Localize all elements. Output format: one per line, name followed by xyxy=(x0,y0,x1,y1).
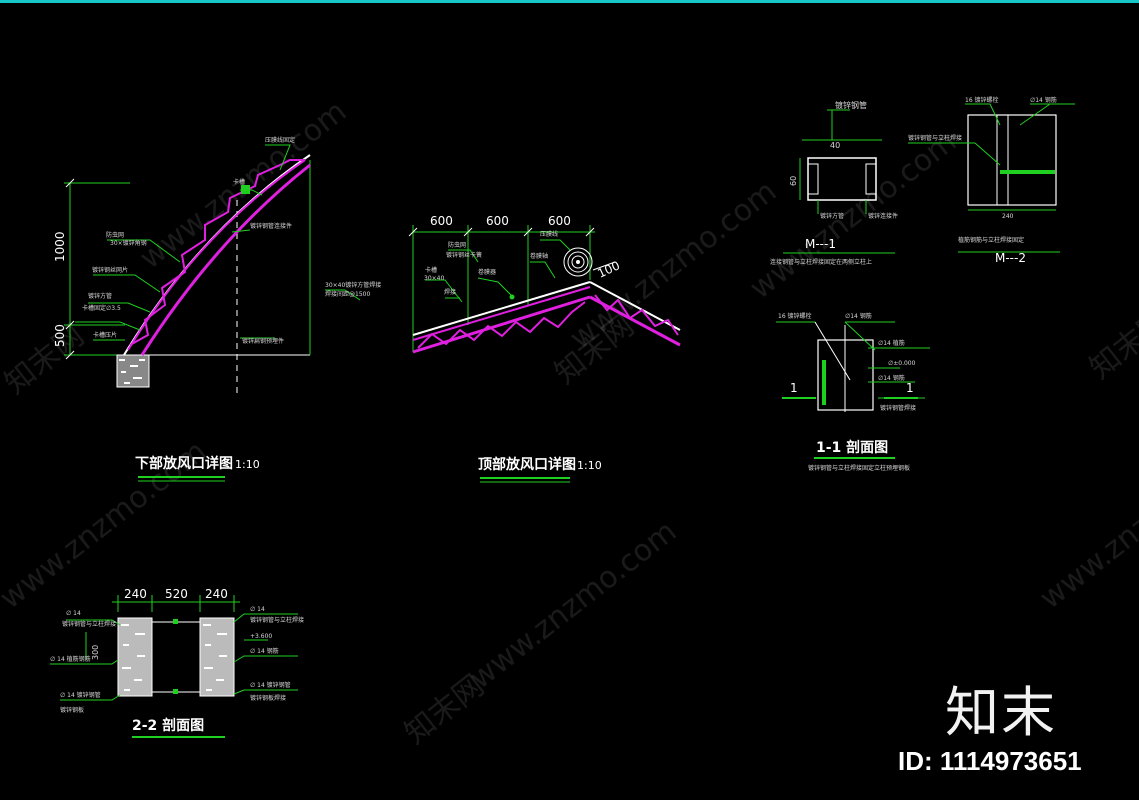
svg-text:防虫网: 防虫网 xyxy=(106,231,124,239)
section-m1: 镀锌钢管 40 60 镀锌方管 镀锌连接件 M---1 连接钢管与立柱焊接固定在… xyxy=(770,100,898,266)
dimension-500: 500 xyxy=(53,324,67,347)
svg-text:卡槽: 卡槽 xyxy=(425,266,437,274)
svg-text:镀锌钢板焊接: 镀锌钢板焊接 xyxy=(250,694,286,702)
svg-text:镀锌钢管: 镀锌钢管 xyxy=(835,100,867,110)
section-1-1-marker-right: 1 xyxy=(906,381,914,395)
svg-text:∅ 14 植筋钢筋: ∅ 14 植筋钢筋 xyxy=(50,655,91,663)
svg-text:16 镀锌螺栓: 16 镀锌螺栓 xyxy=(778,312,812,320)
image-id-label: ID: 1114973651 xyxy=(898,746,1082,776)
section-2-2-title: 2-2 剖面图 xyxy=(132,717,204,734)
svg-text:防虫网: 防虫网 xyxy=(448,241,466,249)
top-vent-title: 顶部放风口详图 xyxy=(478,456,576,473)
dimension-100: 100 xyxy=(595,258,622,280)
section-m2-label: M---2 xyxy=(995,251,1026,265)
top-accent-bar xyxy=(0,0,1139,3)
svg-text:连接钢管与立柱焊接固定在两侧立柱上: 连接钢管与立柱焊接固定在两侧立柱上 xyxy=(770,258,872,266)
svg-text:卷膜器: 卷膜器 xyxy=(478,268,496,276)
svg-text:镀锌钢板: 镀锌钢板 xyxy=(60,706,84,714)
brand-logo: 知末 xyxy=(945,681,1057,744)
svg-text:镀锌方管: 镀锌方管 xyxy=(88,292,112,300)
svg-text:镀锌扁钢预埋件: 镀锌扁钢预埋件 xyxy=(242,337,284,345)
svg-text:焊接: 焊接 xyxy=(444,288,456,296)
svg-text:∅ 14: ∅ 14 xyxy=(250,606,265,613)
dimension-520: 520 xyxy=(165,587,188,601)
svg-text:卷膜轴: 卷膜轴 xyxy=(530,252,548,260)
svg-text:∅ 14 钢筋: ∅ 14 钢筋 xyxy=(250,647,279,655)
svg-text:镀锌方管: 镀锌方管 xyxy=(820,212,844,220)
section-m2: 16 镀锌螺栓 ∅14 钢筋 镀锌钢管与立柱焊接 240 植筋钢筋与立柱焊接固定… xyxy=(908,96,1075,265)
svg-text:镀锌钢管焊接: 镀锌钢管焊接 xyxy=(880,404,916,412)
svg-text:30×镀锌角钢: 30×镀锌角钢 xyxy=(110,239,147,247)
svg-text:240: 240 xyxy=(1002,213,1014,220)
svg-text:∅14 钢筋: ∅14 钢筋 xyxy=(1030,96,1057,104)
watermark-text: www.znzmo.com xyxy=(463,514,683,696)
svg-text:植筋钢筋与立柱焊接固定: 植筋钢筋与立柱焊接固定 xyxy=(958,236,1024,244)
dimension-240-a: 240 xyxy=(124,587,147,601)
svg-text:镀锌钢管与立柱焊接固定立柱预埋钢板: 镀锌钢管与立柱焊接固定立柱预埋钢板 xyxy=(808,464,910,472)
svg-text:30×40镀锌方管焊接: 30×40镀锌方管焊接 xyxy=(325,281,381,289)
svg-text:∅14 钢筋: ∅14 钢筋 xyxy=(878,374,905,382)
section-m1-label: M---1 xyxy=(805,237,836,251)
svg-text:卡槽固定∅3.5: 卡槽固定∅3.5 xyxy=(82,304,121,312)
lower-vent-title: 下部放风口详图 xyxy=(135,455,233,472)
svg-text:镀锌钢丝卡簧: 镀锌钢丝卡簧 xyxy=(446,251,482,259)
dimension-600-b: 600 xyxy=(486,214,509,228)
svg-text:+3.600: +3.600 xyxy=(250,633,272,640)
svg-text:压膜线固定: 压膜线固定 xyxy=(265,136,295,144)
svg-text:∅±0.000: ∅±0.000 xyxy=(888,360,916,367)
svg-text:∅14 植筋: ∅14 植筋 xyxy=(878,339,905,347)
svg-text:40: 40 xyxy=(830,141,840,150)
svg-text:60: 60 xyxy=(789,176,798,186)
svg-text:300: 300 xyxy=(91,645,100,660)
svg-text:∅14 钢筋: ∅14 钢筋 xyxy=(845,312,872,320)
svg-text:∅ 14 镀锌钢管: ∅ 14 镀锌钢管 xyxy=(250,681,291,689)
svg-text:镀锌钢管与立柱焊接: 镀锌钢管与立柱焊接 xyxy=(62,620,116,628)
dimension-240-b: 240 xyxy=(205,587,228,601)
section-1-1: 16 镀锌螺栓 ∅14 钢筋 ∅14 植筋 ∅±0.000 ∅14 钢筋 镀锌钢… xyxy=(776,312,930,472)
watermark-text: 知末网 xyxy=(0,318,91,401)
svg-text:镀锌钢管与立柱焊接: 镀锌钢管与立柱焊接 xyxy=(250,616,304,624)
top-vent-detail: 600 600 600 100 防虫网 镀锌钢丝卡簧 卡槽 30 xyxy=(408,214,681,483)
section-1-1-marker-left: 1 xyxy=(790,381,798,395)
section-2-2: 240 520 240 ∅ 14 镀锌钢管与立柱焊接 ∅ 14 植筋钢筋 ∅ 1… xyxy=(50,587,304,738)
watermark-text: 知末网 xyxy=(1083,303,1139,386)
svg-text:30×40: 30×40 xyxy=(424,275,444,282)
svg-text:压膜线: 压膜线 xyxy=(540,230,558,238)
svg-text:16 镀锌螺栓: 16 镀锌螺栓 xyxy=(965,96,999,104)
dimension-600-c: 600 xyxy=(548,214,571,228)
top-vent-scale: 1:10 xyxy=(577,459,602,472)
svg-text:卡槽压片: 卡槽压片 xyxy=(93,331,117,339)
svg-text:镀锌连接件: 镀锌连接件 xyxy=(868,212,898,220)
svg-text:镀锌钢管与立柱焊接: 镀锌钢管与立柱焊接 xyxy=(908,134,962,142)
watermark-text: www.znzmo.com xyxy=(1033,434,1139,616)
lower-vent-detail: 1000 500 压膜线固定 卡槽 镀锌钢管连接件 xyxy=(53,136,381,482)
svg-text:∅ 14 镀锌钢管: ∅ 14 镀锌钢管 xyxy=(60,691,101,699)
watermark-text: 知末网 xyxy=(398,668,490,751)
svg-text:镀锌钢管连接件: 镀锌钢管连接件 xyxy=(250,222,292,230)
dimension-1000: 1000 xyxy=(53,231,67,262)
section-1-1-title: 1-1 剖面图 xyxy=(816,439,888,456)
watermark-text: www.znzmo.com xyxy=(743,124,963,306)
svg-text:∅ 14: ∅ 14 xyxy=(66,610,81,617)
svg-text:镀锌钢丝网片: 镀锌钢丝网片 xyxy=(92,266,128,274)
svg-text:焊接间距@1500: 焊接间距@1500 xyxy=(325,290,370,298)
lower-vent-scale: 1:10 xyxy=(235,458,260,471)
dimension-600-a: 600 xyxy=(430,214,453,228)
svg-text:卡槽: 卡槽 xyxy=(233,178,245,186)
